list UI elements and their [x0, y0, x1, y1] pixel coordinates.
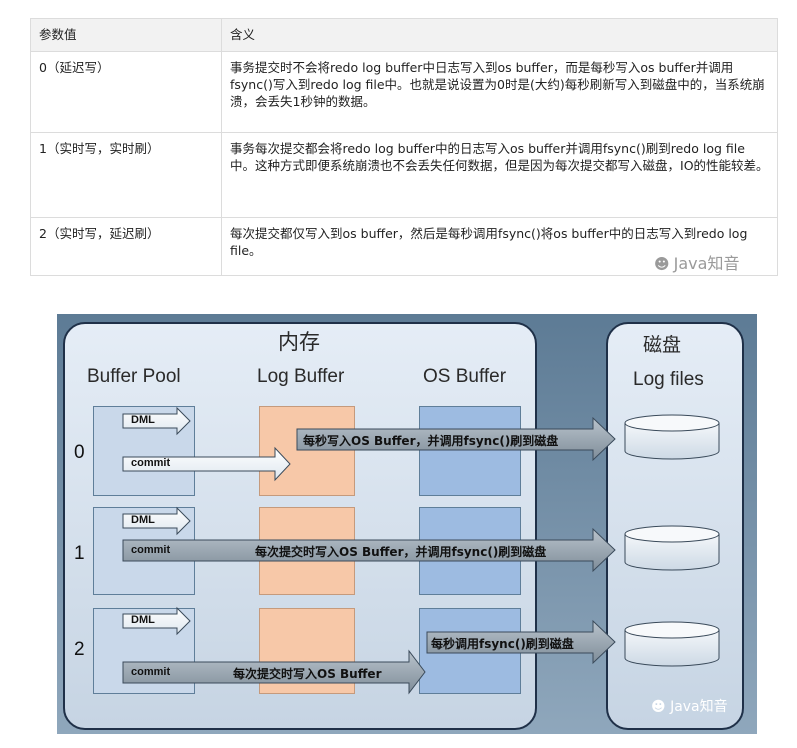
header-meaning: 含义 [221, 18, 778, 52]
param-value-cell: 2（实时写，延迟刷） [30, 217, 222, 276]
watermark-text: Java知音 [673, 254, 740, 273]
arrow-text-row-0: 每秒写入OS Buffer，并调用fsync()刷到磁盘 [303, 434, 559, 448]
row-number-2: 2 [74, 639, 85, 660]
wechat-logo-icon: ☻ [651, 699, 666, 715]
log-file-cylinder-2 [624, 621, 720, 667]
commit-flush-arrow-1 [122, 527, 616, 573]
row-number-0: 0 [74, 442, 85, 463]
header-param-value: 参数值 [30, 18, 222, 52]
table-header-row: 参数值 含义 [30, 18, 778, 52]
table-row: 0（延迟写） 事务提交时不会将redo log buffer中日志写入到os b… [30, 51, 778, 133]
log-file-cylinder-1 [624, 525, 720, 571]
dml-label-0: DML [131, 414, 155, 426]
arrow-text-row-2a: 每次提交时写入OS Buffer [233, 667, 382, 681]
commit-arrow-0 [122, 446, 291, 482]
table-row: 2（实时写，延迟刷） 每次提交都仅写入到os buffer，然后是每秒调用fsy… [30, 217, 778, 276]
os-buffer-label: OS Buffer [423, 366, 507, 387]
log-files-label: Log files [633, 369, 704, 390]
dml-arrow-0 [122, 406, 191, 436]
row-number-1: 1 [74, 543, 85, 564]
table-row: 1（实时写，实时刷） 事务每次提交都会将redo log buffer中的日志写… [30, 132, 778, 218]
arrow-text-row-1: 每次提交时写入OS Buffer，并调用fsync()刷到磁盘 [255, 545, 547, 559]
param-value-cell: 1（实时写，实时刷） [30, 132, 222, 218]
redo-log-flush-diagram: 内存 磁盘 Buffer Pool Log Buffer OS Buffer L… [57, 314, 757, 734]
commit-write-arrow-2 [122, 649, 426, 695]
flush-arrow-0 [296, 416, 616, 462]
meaning-cell: 每次提交都仅写入到os buffer，然后是每秒调用fsync()将os buf… [221, 217, 778, 276]
meaning-cell: 事务提交时不会将redo log buffer中日志写入到os buffer，而… [221, 51, 778, 133]
watermark: ☻Java知音 [654, 250, 739, 274]
flush-arrow-2 [426, 619, 616, 665]
meaning-cell: 事务每次提交都会将redo log buffer中的日志写入os buffer并… [221, 132, 778, 218]
param-value-cell: 0（延迟写） [30, 51, 222, 133]
log-file-cylinder-0 [624, 414, 720, 460]
arrows-layer [122, 406, 720, 695]
disk-title: 磁盘 [643, 334, 682, 356]
log-buffer-label: Log Buffer [257, 366, 345, 387]
diagram-watermark: ☻ Java知音 [651, 696, 728, 716]
buffer-pool-label: Buffer Pool [87, 366, 181, 387]
memory-title: 内存 [278, 330, 320, 354]
commit-label-1: commit [131, 544, 171, 556]
watermark-text: Java知音 [670, 699, 728, 715]
dml-label-1: DML [131, 514, 155, 526]
dml-arrow-2 [122, 606, 191, 636]
os-buffer-box-0 [419, 406, 521, 496]
commit-label-0: commit [131, 457, 171, 469]
commit-label-2: commit [131, 666, 171, 678]
arrow-text-row-2b: 每秒调用fsync()刷到磁盘 [431, 637, 574, 651]
dml-label-2: DML [131, 614, 155, 626]
dml-arrow-1 [122, 506, 191, 536]
redo-log-param-table: 参数值 含义 0（延迟写） 事务提交时不会将redo log buffer中日志… [30, 18, 778, 276]
wechat-logo-icon: ☻ [654, 255, 670, 273]
